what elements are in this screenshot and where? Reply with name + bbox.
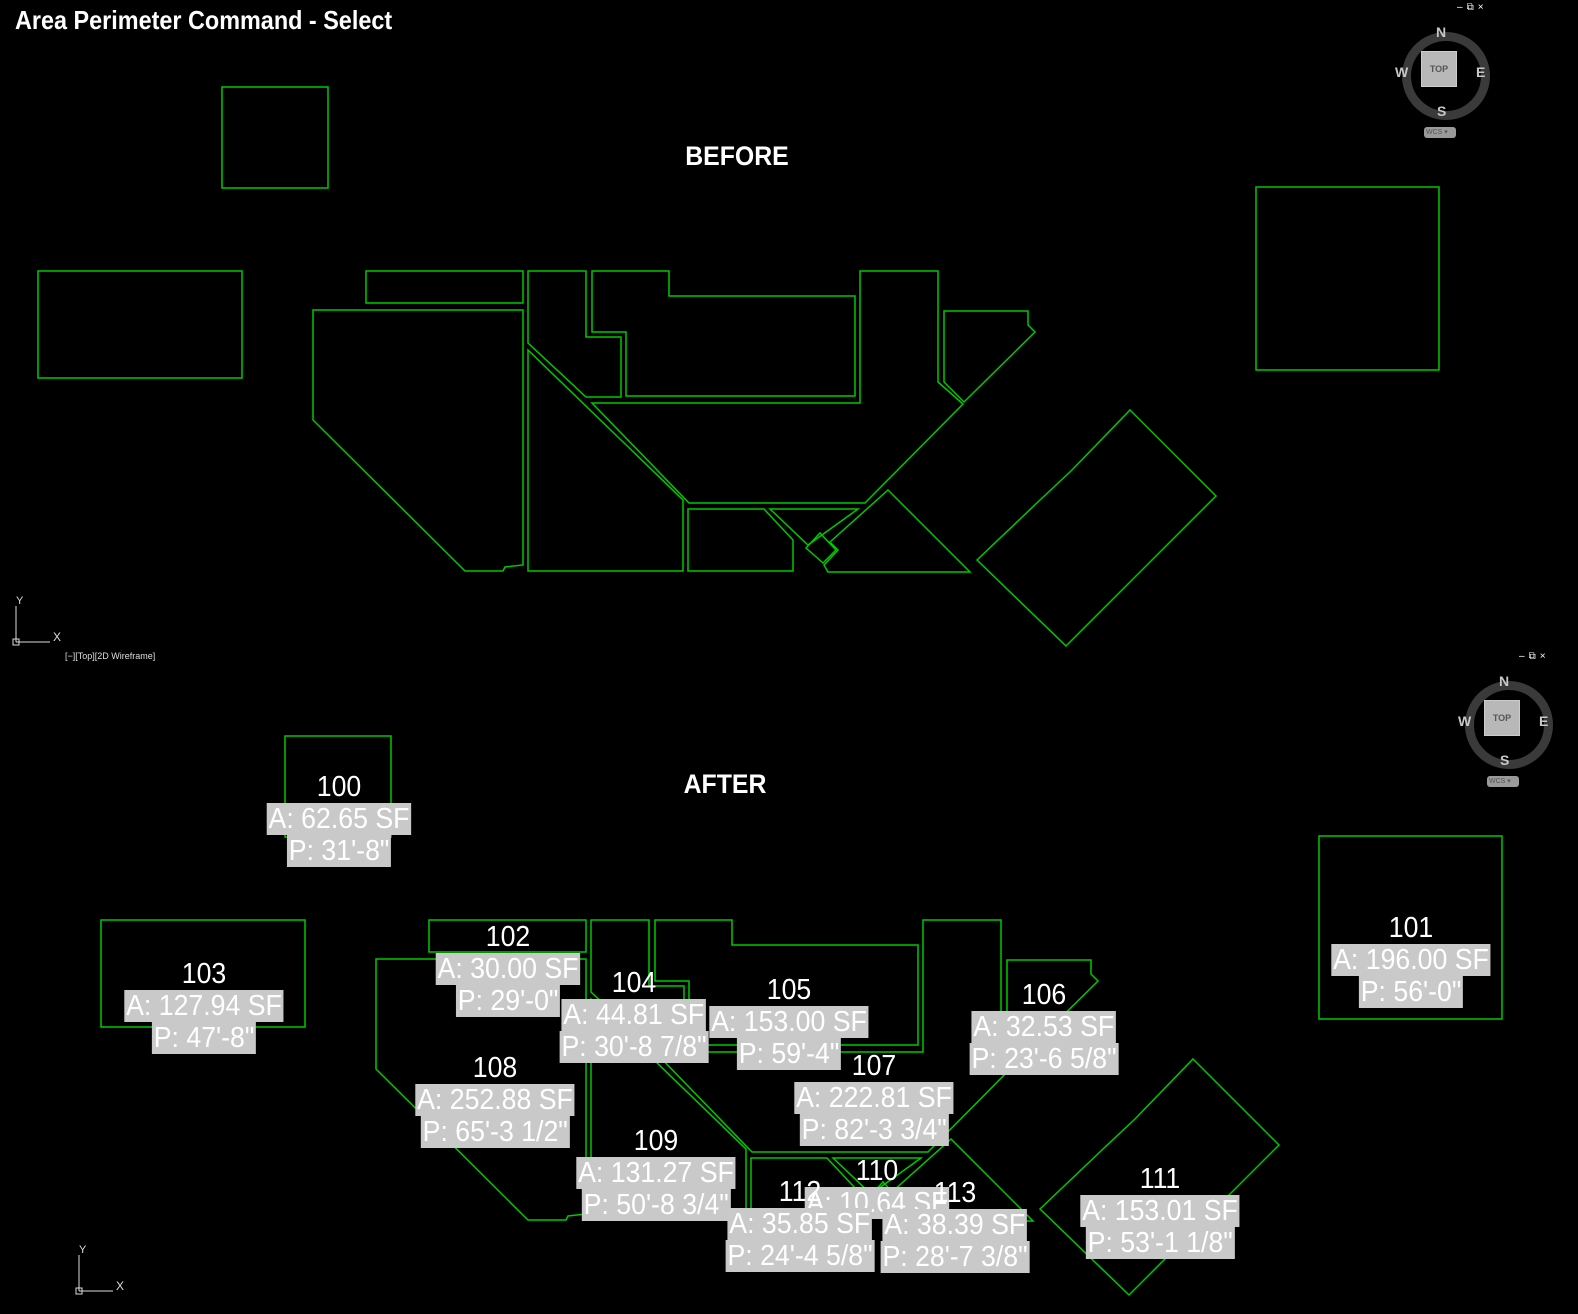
compass-s[interactable]: S (1437, 103, 1447, 119)
after-heading: AFTER (683, 769, 767, 799)
room-number: 103 (181, 958, 227, 990)
room-area: A: 127.94 SF (124, 990, 284, 1022)
room-area: A: 32.53 SF (971, 1011, 1117, 1043)
viewcube[interactable]: TOP N S E W WCS ▾ (1395, 24, 1490, 144)
room-perimeter: P: 24'-4 5/8" (725, 1240, 875, 1272)
viewport-window-controls[interactable]: –⧉× (1457, 2, 1488, 13)
compass-w[interactable]: W (1395, 64, 1409, 80)
room-perimeter: P: 65'-3 1/2" (420, 1116, 570, 1148)
room-number: 101 (1388, 912, 1434, 944)
room-perimeter: P: 47'-8" (151, 1022, 257, 1054)
room-area: A: 222.81 SF (794, 1082, 954, 1114)
compass-w[interactable]: W (1458, 713, 1472, 729)
room-area: A: 153.00 SF (709, 1006, 869, 1038)
viewport-window-controls[interactable]: –⧉× (1519, 651, 1550, 662)
ucs-x-label: X (116, 1279, 124, 1293)
ucs-y-label: Y (16, 595, 24, 607)
room-perimeter: P: 59'-4" (736, 1038, 842, 1070)
ucs-icon: Y X (12, 595, 61, 646)
room-perimeter: P: 82'-3 3/4" (799, 1114, 949, 1146)
room-number: 111 (1139, 1163, 1181, 1195)
room-number: 113 (933, 1177, 977, 1209)
wcs-menu[interactable]: WCS ▾ (1424, 127, 1456, 138)
room-perimeter: P: 30'-8 7/8" (559, 1031, 709, 1063)
room-perimeter: P: 56'-0" (1358, 976, 1464, 1008)
room-number: 109 (633, 1125, 679, 1157)
before-heading: BEFORE (685, 141, 789, 171)
minimize-icon[interactable]: – (1519, 651, 1529, 662)
room-area: A: 252.88 SF (415, 1084, 575, 1116)
command-title: Area Perimeter Command - Select (15, 5, 393, 35)
compass-e[interactable]: E (1476, 64, 1486, 80)
compass-n[interactable]: N (1499, 673, 1510, 689)
viewcube[interactable]: TOP N S E W WCS ▾ (1458, 673, 1553, 793)
room-area: A: 38.39 SF (882, 1209, 1028, 1241)
room-perimeter: P: 31'-8" (286, 835, 392, 867)
room-perimeter: P: 53'-1 1/8" (1085, 1227, 1235, 1259)
viewcube-top-face[interactable]: TOP (1484, 700, 1520, 736)
compass-ring[interactable] (1465, 681, 1553, 769)
room-number: 102 (485, 921, 531, 953)
restore-icon[interactable]: ⧉ (1528, 651, 1540, 662)
room-area: A: 35.85 SF (727, 1208, 873, 1240)
wcs-menu[interactable]: WCS ▾ (1487, 776, 1519, 787)
ucs-x-label: X (53, 630, 61, 644)
room-area: A: 62.65 SF (266, 803, 412, 835)
room-number: 107 (851, 1050, 897, 1082)
room-area: A: 30.00 SF (435, 953, 581, 985)
room-number: 100 (316, 771, 362, 803)
room-area: A: 153.01 SF (1080, 1195, 1240, 1227)
viewport-controls-label[interactable]: [−][Top][2D Wireframe] (65, 651, 156, 661)
room-area: A: 196.00 SF (1331, 944, 1491, 976)
compass-n[interactable]: N (1436, 24, 1447, 40)
room-number: 106 (1021, 979, 1067, 1011)
room-area: A: 131.27 SF (576, 1157, 736, 1189)
room-number: 104 (611, 967, 657, 999)
viewcube-top-face[interactable]: TOP (1421, 51, 1457, 87)
compass-s[interactable]: S (1500, 752, 1510, 768)
ucs-icon: Y X (75, 1244, 124, 1295)
room-perimeter: P: 28'-7 3/8" (880, 1241, 1030, 1273)
room-number: 108 (472, 1052, 518, 1084)
room-number: 112 (778, 1176, 822, 1208)
room-perimeter: P: 23'-6 5/8" (969, 1043, 1119, 1075)
minimize-icon[interactable]: – (1457, 2, 1467, 13)
room-number: 110 (855, 1155, 899, 1187)
compass-e[interactable]: E (1539, 713, 1549, 729)
ucs-y-label: Y (79, 1244, 87, 1256)
room-number: 105 (766, 974, 812, 1006)
close-icon[interactable]: × (1477, 2, 1488, 13)
close-icon[interactable]: × (1539, 651, 1550, 662)
restore-icon[interactable]: ⧉ (1466, 2, 1478, 13)
room-area: A: 44.81 SF (561, 999, 707, 1031)
compass-ring[interactable] (1402, 32, 1490, 120)
room-perimeter: P: 29'-0" (455, 985, 561, 1017)
room-perimeter: P: 50'-8 3/4" (581, 1189, 731, 1221)
